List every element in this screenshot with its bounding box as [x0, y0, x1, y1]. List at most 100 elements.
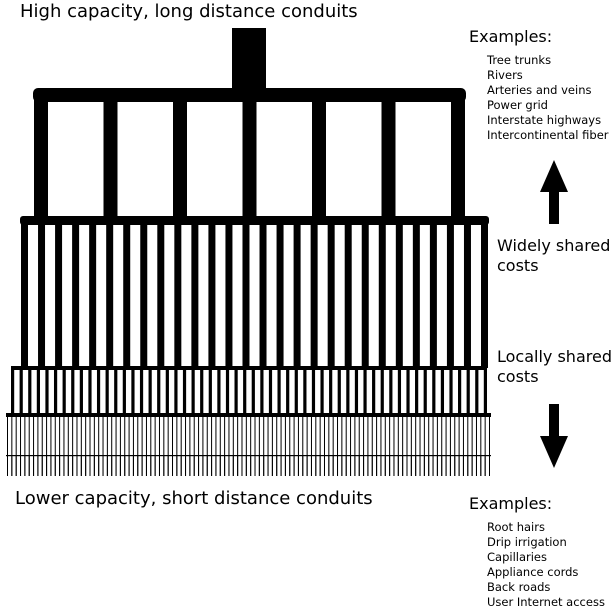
tier2-conduit [429, 222, 437, 368]
tier4-conduit-fine [198, 455, 200, 476]
list-item: Back roads [487, 580, 551, 594]
locally-shared-label: Locally shared costs [497, 347, 612, 387]
tier4-conduit [67, 416, 69, 476]
tier4-conduit [163, 416, 165, 476]
tier4-conduit-fine [358, 455, 360, 476]
tier3-conduit [131, 368, 135, 416]
tier4-conduit-fine [280, 455, 282, 476]
tier4-conduit [258, 416, 260, 476]
tier4-conduit [297, 416, 299, 476]
tier4-conduit [245, 416, 247, 476]
tier4-conduit [237, 416, 239, 476]
tier4-conduit [415, 416, 417, 476]
tier3-conduit [234, 368, 238, 416]
tier4-conduit [20, 416, 22, 476]
tier4-conduit-fine [172, 455, 174, 476]
tier4-conduit-fine [237, 455, 239, 476]
tier4-conduit-fine [406, 455, 408, 476]
tier3-conduit [62, 368, 66, 416]
tier4-conduit-fine [176, 455, 178, 476]
tier4-conduit-fine [428, 455, 430, 476]
tier4-conduit [289, 416, 291, 476]
tier3-conduit [19, 368, 23, 416]
tier4-conduit-fine [315, 455, 317, 476]
tier4-conduit-fine [415, 455, 417, 476]
tier3-conduit [483, 368, 487, 416]
tier3-conduit [200, 368, 204, 416]
tier2-bottom-bar [11, 366, 487, 370]
tier4-conduit-fine [263, 455, 265, 476]
widely-shared-line2: costs [497, 256, 539, 275]
tier2-conduit [481, 222, 488, 368]
tier4-conduit-fine [15, 455, 17, 476]
tier2-conduit [310, 222, 318, 368]
tier3-conduit [139, 368, 144, 416]
list-item: User Internet access [487, 595, 605, 609]
tier4-conduit-fine [193, 455, 195, 476]
tier4-conduit [132, 416, 134, 476]
tier3-conduit [114, 368, 118, 416]
tier4-conduit-fine [185, 455, 187, 476]
tier4-conduit-fine [332, 455, 334, 476]
bottom-title: Lower capacity, short distance conduits [15, 488, 373, 509]
tier4-conduit [475, 416, 477, 476]
tier4-conduit-fine [371, 455, 373, 476]
tier2-conduit [259, 222, 267, 368]
tier4-conduit-fine [7, 455, 8, 476]
tier4-conduit-fine [41, 455, 43, 476]
tier4-conduit-fine [423, 455, 425, 476]
tier4-conduit [93, 416, 95, 476]
tier2-conduit [293, 222, 301, 368]
tier4-conduit [354, 416, 356, 476]
tier4-conduit-fine [380, 455, 382, 476]
tier4-conduit [228, 416, 230, 476]
tier4-conduit-fine [93, 455, 95, 476]
tier3-conduit [320, 368, 324, 416]
arrow-up-icon [540, 160, 568, 224]
tier4-conduit [215, 416, 217, 476]
tier3-conduit [208, 368, 212, 416]
trunk-conduit [232, 28, 266, 92]
tier4-conduit-fine [24, 455, 26, 476]
tier1-conduit [242, 96, 257, 220]
tier4-conduit-fine [389, 455, 391, 476]
tier4-conduit [59, 416, 61, 476]
tier4-conduit [250, 416, 252, 476]
tier4-conduit-fine [310, 455, 312, 476]
tier4-conduit [176, 416, 178, 476]
tier4-conduit [150, 416, 152, 476]
tier4-conduit [202, 416, 204, 476]
tier2-conduit [276, 222, 284, 368]
tier4-conduit [337, 416, 339, 476]
tier2-conduit [38, 222, 46, 368]
tier4-conduit-fine [328, 455, 330, 476]
tier4-conduit-fine [158, 455, 160, 476]
tier3-conduit [191, 368, 195, 416]
tier3-conduit [475, 368, 479, 416]
tier4-conduit [119, 416, 121, 476]
tier4-conduit [280, 416, 282, 476]
tier3-conduit [243, 368, 247, 416]
tier3-conduit [53, 368, 58, 416]
tier4-conduit-fine [180, 455, 182, 476]
top-examples-list: Tree trunks Rivers Arteries and veins Po… [487, 53, 609, 143]
tier3-bottom-bar [6, 413, 491, 417]
tier4-conduit-fine [449, 455, 451, 476]
tier2-conduit [174, 222, 182, 368]
tier4-conduit-fine [276, 455, 278, 476]
tier4-conduit [380, 416, 382, 476]
tier4-conduit-fine [206, 455, 208, 476]
tier4-conduit [85, 416, 87, 476]
tier4-conduit [432, 416, 434, 476]
tier3-conduit [432, 368, 436, 416]
tier4-conduit [267, 416, 269, 476]
tier3-conduit [11, 368, 15, 416]
tier4-conduit [33, 416, 35, 476]
top-title: High capacity, long distance conduits [20, 1, 358, 22]
tier4-conduit-fine [241, 455, 243, 476]
tier2-conduit [89, 222, 97, 368]
tier3-conduit [294, 368, 298, 416]
list-item: Drip irrigation [487, 535, 567, 549]
tier4-conduit-fine [302, 455, 304, 476]
tier4-conduit-fine [211, 455, 213, 476]
